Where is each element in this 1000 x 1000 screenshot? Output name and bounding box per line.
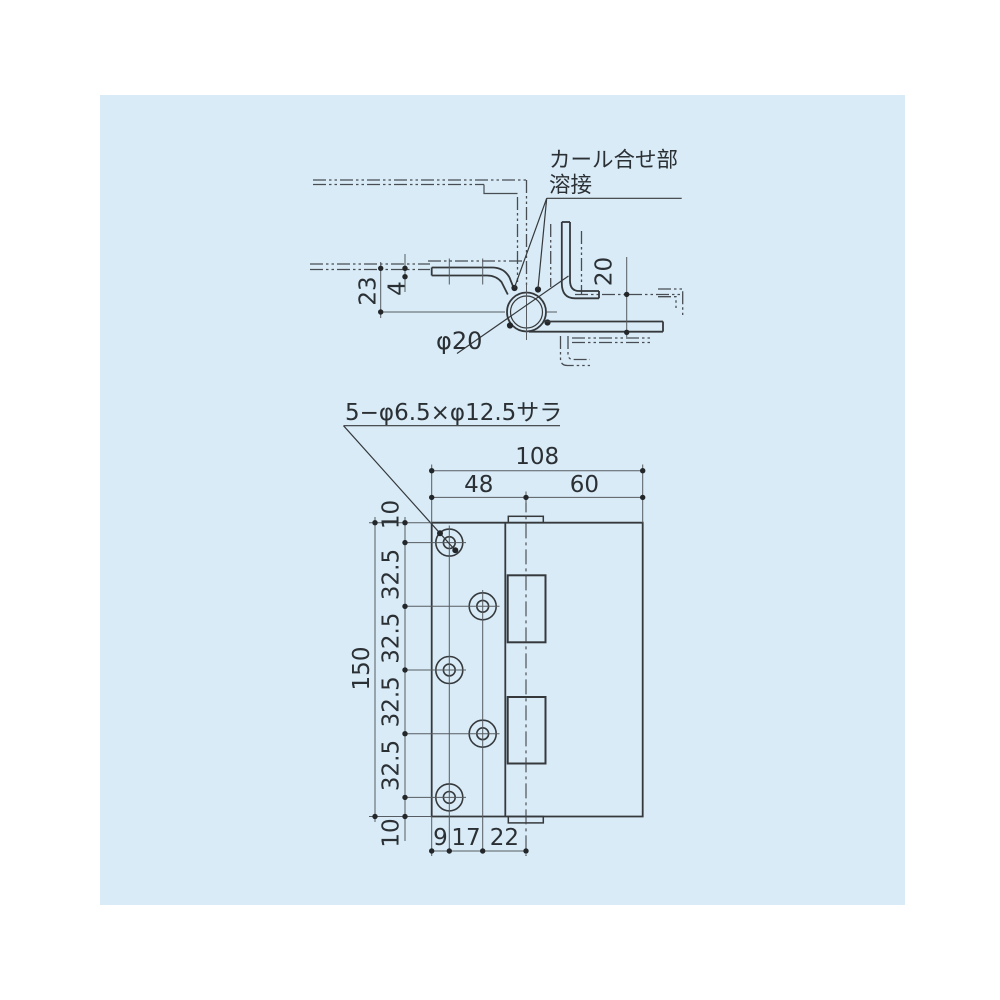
frame-leaf-section xyxy=(529,221,664,333)
dim-60-label: 60 xyxy=(570,472,599,498)
curl-joint-label: カール合せ部 xyxy=(549,148,678,173)
dim-10-bottom-label: 10 xyxy=(379,818,405,847)
knuckle-section xyxy=(380,275,569,354)
section-view: 23 4 20 φ20 カール合せ部 溶接 xyxy=(310,148,684,367)
door-leaf-section xyxy=(430,258,515,295)
dim-17-label: 17 xyxy=(451,825,480,851)
weld-note: カール合せ部 溶接 xyxy=(513,148,682,289)
weld-dot xyxy=(506,322,514,329)
hinge-plate-outline xyxy=(430,497,644,856)
dim-23-label: 23 xyxy=(356,276,382,305)
dim-20-label: 20 xyxy=(592,257,618,286)
front-view: 5−φ6.5×φ12.5サラ 108 48 60 xyxy=(343,400,646,856)
holes-label: 5−φ6.5×φ12.5サラ xyxy=(345,400,562,426)
pin-end-top xyxy=(507,515,545,524)
section-dimensions: 23 4 20 φ20 xyxy=(356,254,630,355)
dim-9-label: 9 xyxy=(433,825,448,851)
height-dimensions: 10 32.5 32.5 32.5 32.5 10 150 xyxy=(349,500,432,848)
note-leader-line xyxy=(513,198,548,288)
note-leader-line xyxy=(537,198,548,289)
door-frame-phantom-lines xyxy=(310,179,684,367)
countersunk-holes xyxy=(405,525,500,851)
dim-phi20-label: φ20 xyxy=(436,327,482,355)
weld-dot xyxy=(534,286,542,293)
dim-22-label: 22 xyxy=(490,825,519,851)
bottom-dimensions: 9 17 22 xyxy=(429,816,529,856)
knuckle-lower xyxy=(506,696,547,765)
dim-32-5-label: 32.5 xyxy=(379,613,405,664)
dim-48-label: 48 xyxy=(464,472,493,498)
weld-dot xyxy=(544,319,551,326)
dim-108-label: 108 xyxy=(515,444,559,470)
diameter-leader-line xyxy=(456,275,569,354)
holes-note: 5−φ6.5×φ12.5サラ xyxy=(343,400,562,554)
dim-10-top-label: 10 xyxy=(379,500,405,529)
dim-32-5-label: 32.5 xyxy=(379,676,405,727)
dim-32-5-label: 32.5 xyxy=(379,740,405,791)
knuckle-upper xyxy=(506,574,547,644)
width-dimensions: 108 48 60 xyxy=(429,444,646,523)
weld-label: 溶接 xyxy=(549,173,592,198)
drawing-panel-background xyxy=(100,95,905,905)
dim-150-label: 150 xyxy=(349,647,375,691)
dim-32-5-label: 32.5 xyxy=(379,549,405,600)
weld-dot xyxy=(511,284,518,292)
dim-4-label: 4 xyxy=(385,281,411,296)
